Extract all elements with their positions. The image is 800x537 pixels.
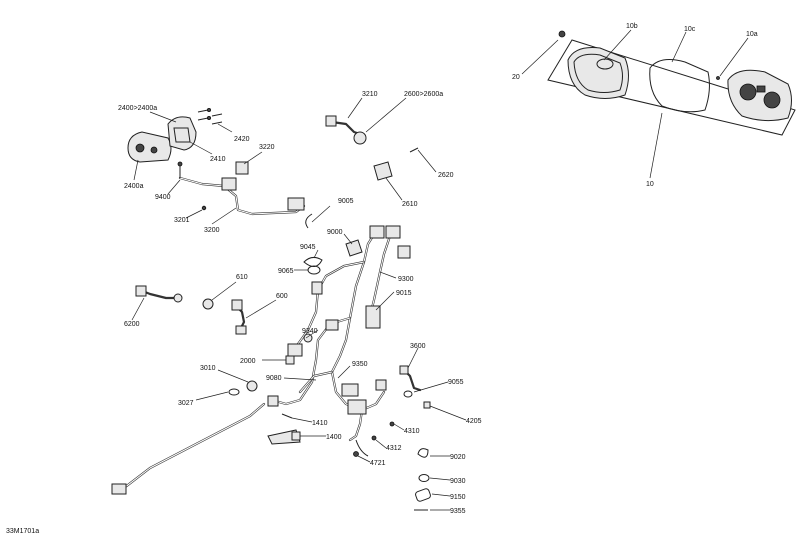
callout-2410: 2410	[210, 156, 226, 163]
callout-10c: 10c	[684, 26, 696, 33]
callout-2400: 2400>2400a	[118, 105, 157, 112]
lower-parts: 1410 1400 3600 9055 4205 4310 4312 4721 …	[111, 343, 482, 515]
callout-20: 20	[512, 74, 520, 81]
callout-9055: 9055	[448, 379, 464, 386]
clip-9000	[345, 239, 363, 257]
connector-9015	[365, 305, 381, 329]
left-mid-parts: 610 600 6200 3010 3027	[124, 274, 288, 407]
clip-2000	[285, 355, 295, 365]
callout-3201: 3201	[174, 217, 190, 224]
switch-subassembly: 2400>2400a 2420 2410 3220 2400a 9400 320…	[118, 105, 306, 234]
ring-3027	[228, 388, 240, 396]
ring-9055	[403, 390, 413, 398]
callout-9150: 9150	[450, 494, 466, 501]
socket-2600	[353, 131, 367, 145]
screw-part-20	[558, 30, 566, 38]
callout-2610: 2610	[402, 201, 418, 208]
callout-1400: 1400	[326, 434, 342, 441]
grommet-610	[202, 298, 214, 310]
cluster-lens-part	[649, 59, 710, 113]
callout-2620: 2620	[438, 172, 454, 179]
callout-4205: 4205	[466, 418, 482, 425]
callout-3210: 3210	[362, 91, 378, 98]
callout-9300: 9300	[398, 276, 414, 283]
clip-9030	[418, 474, 430, 482]
callout-10b: 10b	[626, 23, 638, 30]
callout-9030: 9030	[450, 478, 466, 485]
callout-2420: 2420	[234, 136, 250, 143]
callout-4312: 4312	[386, 445, 402, 452]
callout-2400a: 2400a	[124, 183, 144, 190]
screw-4310	[389, 421, 395, 427]
callout-9355: 9355	[450, 508, 466, 515]
cable-1410	[281, 413, 293, 419]
main-wiring-harness: 9005 9045 9000 9065 9300 9015 9340 2000 …	[240, 198, 414, 442]
callout-9015: 9015	[396, 290, 412, 297]
callout-4310: 4310	[404, 428, 420, 435]
callout-9045: 9045	[300, 244, 316, 251]
callout-2000: 2000	[240, 358, 256, 365]
cluster-frame-outline	[547, 39, 796, 136]
callout-10: 10	[646, 181, 654, 188]
connector-2610	[373, 161, 393, 181]
callout-10a: 10a	[746, 31, 758, 38]
callout-9080: 9080	[266, 375, 282, 382]
callout-9005: 9005	[338, 198, 354, 205]
ring-9065	[307, 265, 321, 275]
callout-3200: 3200	[204, 227, 220, 234]
clip-4205	[423, 401, 431, 409]
band-9150	[415, 488, 431, 502]
callout-600: 600	[276, 293, 288, 300]
callout-9020: 9020	[450, 454, 466, 461]
grommet-9045	[303, 256, 323, 267]
ground-cable	[122, 402, 266, 490]
upper-center-parts: 3210 2600>2600a 2620 2610	[325, 91, 454, 208]
callout-9400: 9400	[155, 194, 171, 201]
callout-4721: 4721	[370, 460, 386, 467]
grommet-9340	[303, 333, 313, 343]
switch-housing-part	[127, 131, 172, 163]
cluster-body-part	[727, 69, 792, 122]
callout-3010: 3010	[200, 365, 216, 372]
callout-2600: 2600>2600a	[404, 91, 443, 98]
nut-4721	[353, 451, 359, 457]
callout-9340: 9340	[302, 328, 318, 335]
callout-610: 610	[236, 274, 248, 281]
callout-1410: 1410	[312, 420, 328, 427]
callout-3027: 3027	[178, 400, 194, 407]
diagram-id-label: 33M1701a	[6, 528, 39, 535]
callout-9350: 9350	[352, 361, 368, 368]
screw-4312	[371, 435, 377, 441]
clip-9020	[417, 448, 429, 458]
callout-3600: 3600	[410, 343, 426, 350]
callout-6200: 6200	[124, 321, 140, 328]
grommet-3010	[246, 380, 258, 392]
callout-3220: 3220	[259, 144, 275, 151]
callout-9000: 9000	[327, 229, 343, 236]
connector-3220	[235, 161, 249, 175]
gauge-cluster-group: 20 10b 10c 10a 10	[512, 23, 796, 188]
callout-9065: 9065	[278, 268, 294, 275]
switch-cover-part	[167, 116, 197, 151]
